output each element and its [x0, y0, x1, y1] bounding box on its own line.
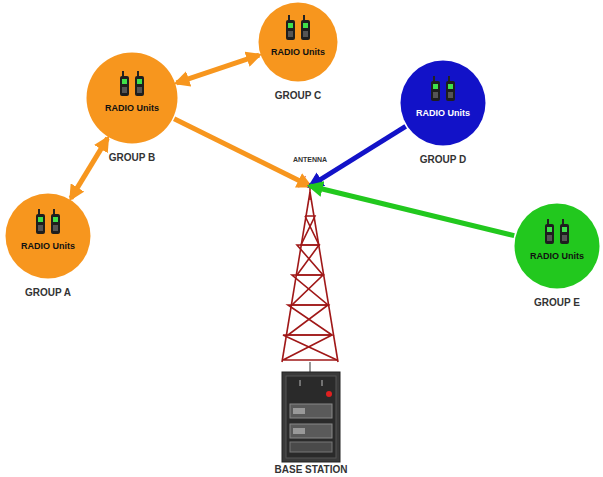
radio-icon	[301, 15, 310, 40]
group-circle-shape	[5, 193, 91, 279]
group-circle-shape	[86, 52, 178, 144]
link-arrow	[310, 186, 514, 236]
radio-icon	[431, 76, 440, 101]
group-name: GROUP D	[420, 154, 467, 165]
lattice-tower	[282, 188, 338, 362]
antenna-node: ANTENNA	[280, 156, 340, 186]
unit-label: RADIO Units	[271, 47, 325, 57]
radio-group-circle: RADIO UnitsGROUP B	[86, 52, 178, 168]
radio-group-circle: RADIO UnitsGROUP A	[5, 193, 91, 303]
group-name: GROUP A	[25, 287, 71, 298]
group-name: GROUP E	[534, 297, 580, 308]
unit-label: RADIO Units	[105, 103, 159, 113]
radio-icon	[446, 76, 455, 101]
radio-icon	[560, 219, 569, 244]
link-arrow	[174, 119, 310, 186]
radio-icon	[286, 15, 295, 40]
group-name: GROUP C	[275, 90, 322, 101]
group-circle-shape	[258, 2, 338, 82]
base-station-cabinet	[282, 372, 340, 462]
unit-label: RADIO Units	[416, 108, 470, 118]
feed-line	[309, 362, 310, 372]
link-arrow	[71, 138, 108, 198]
group-name: GROUP B	[109, 152, 156, 163]
station-label: BASE STATION	[275, 464, 348, 475]
group-circle-shape	[400, 60, 486, 146]
group-circle-shape	[514, 203, 600, 289]
radio-group-circle: RADIO UnitsGROUP C	[258, 2, 338, 106]
radio-icon	[120, 71, 129, 96]
radio-icon	[36, 209, 45, 234]
unit-label: RADIO Units	[530, 251, 584, 261]
radio-group-circle: RADIO UnitsGROUP E	[514, 203, 600, 313]
unit-label: RADIO Units	[21, 241, 75, 251]
link-arrow	[177, 55, 260, 83]
antenna-label: ANTENNA	[293, 156, 327, 163]
radio-icon	[545, 219, 554, 244]
radio-group-circle: RADIO UnitsGROUP D	[400, 60, 486, 170]
radio-icon	[51, 209, 60, 234]
radio-icon	[135, 71, 144, 96]
